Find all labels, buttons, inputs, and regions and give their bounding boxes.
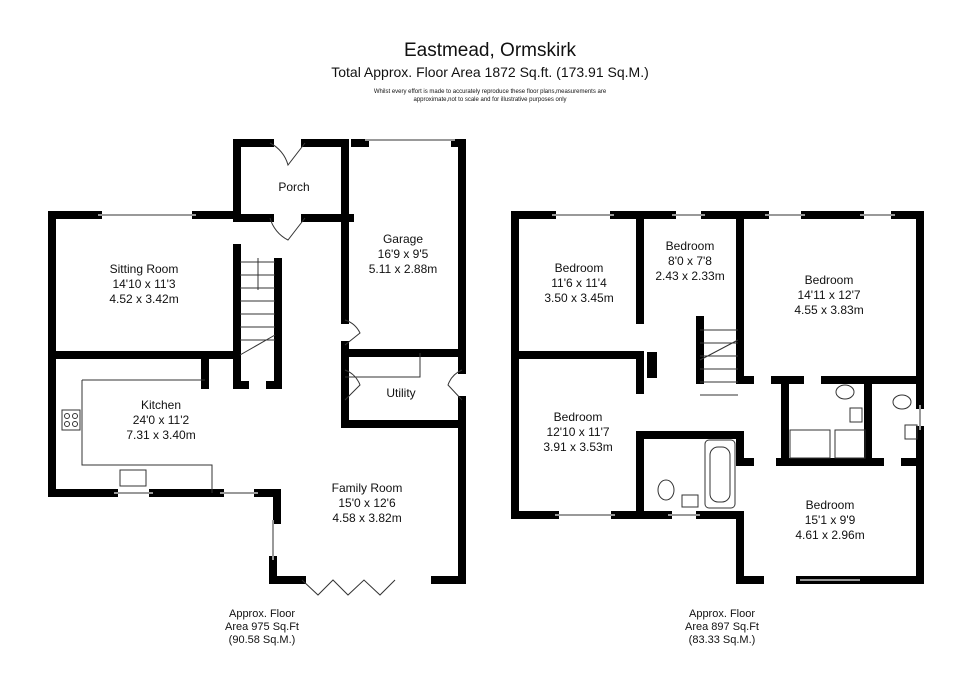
- walls-first: [511, 211, 924, 584]
- plan-title: Eastmead, Ormskirk: [403, 40, 577, 61]
- disclaimer-line: approximate,not to scale and for illustr…: [413, 97, 567, 103]
- walls-ground: [48, 139, 466, 584]
- disclaimer-line: Whilst every effort is made to accuratel…: [373, 89, 607, 95]
- fixtures: [61, 142, 918, 596]
- room-utility: Utility: [386, 386, 416, 400]
- disclaimer: Whilst every effort is made to accuratel…: [374, 88, 606, 104]
- room-porch: Porch: [278, 180, 310, 194]
- total-area: Total Approx. Floor Area 1872 Sq.ft. (17…: [331, 64, 649, 80]
- windows: [98, 139, 921, 581]
